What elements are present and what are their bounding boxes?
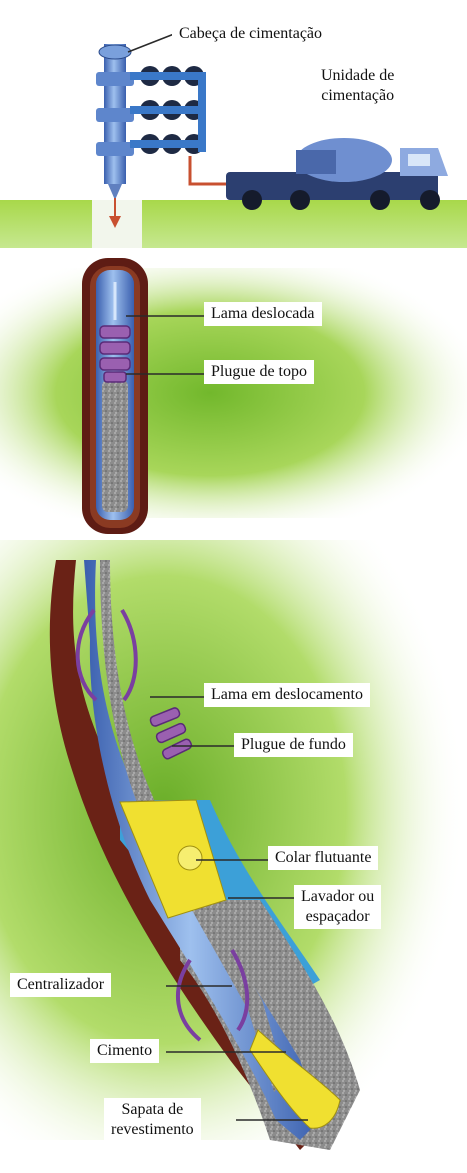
top-plug-icon	[100, 326, 130, 382]
label-casing-shoe-line2: revestimento	[111, 1120, 194, 1140]
manifold-valves-icon	[130, 66, 228, 184]
label-casing-shoe-line1: Sapata de	[111, 1100, 194, 1120]
label-washer-spacer: Lavador ou espaçador	[294, 885, 381, 929]
label-casing-shoe: Sapata de revestimento	[104, 1098, 201, 1142]
label-washer-spacer-line2: espaçador	[301, 907, 374, 927]
label-displaced-mud: Lama deslocada	[204, 302, 322, 326]
label-cementing-unit-line2: cimentação	[321, 86, 394, 106]
label-washer-spacer-line1: Lavador ou	[301, 887, 374, 907]
lower-well-section	[0, 540, 467, 1150]
surface	[0, 200, 467, 248]
label-cementing-unit: Unidade de cimentação	[314, 64, 401, 108]
label-cement: Cimento	[90, 1039, 159, 1063]
label-bottom-plug: Plugue de fundo	[234, 733, 353, 757]
label-top-plug: Plugue de topo	[204, 360, 314, 384]
label-displacing-mud: Lama em deslocamento	[204, 683, 370, 707]
label-cementing-unit-line1: Unidade de	[321, 66, 394, 86]
label-float-collar: Colar flutuante	[268, 846, 378, 870]
upper-well-section	[0, 258, 467, 534]
label-cementing-head: Cabeça de cimentação	[172, 22, 329, 46]
cementing-unit-truck-icon	[226, 138, 448, 210]
label-centralizer: Centralizador	[10, 973, 111, 997]
